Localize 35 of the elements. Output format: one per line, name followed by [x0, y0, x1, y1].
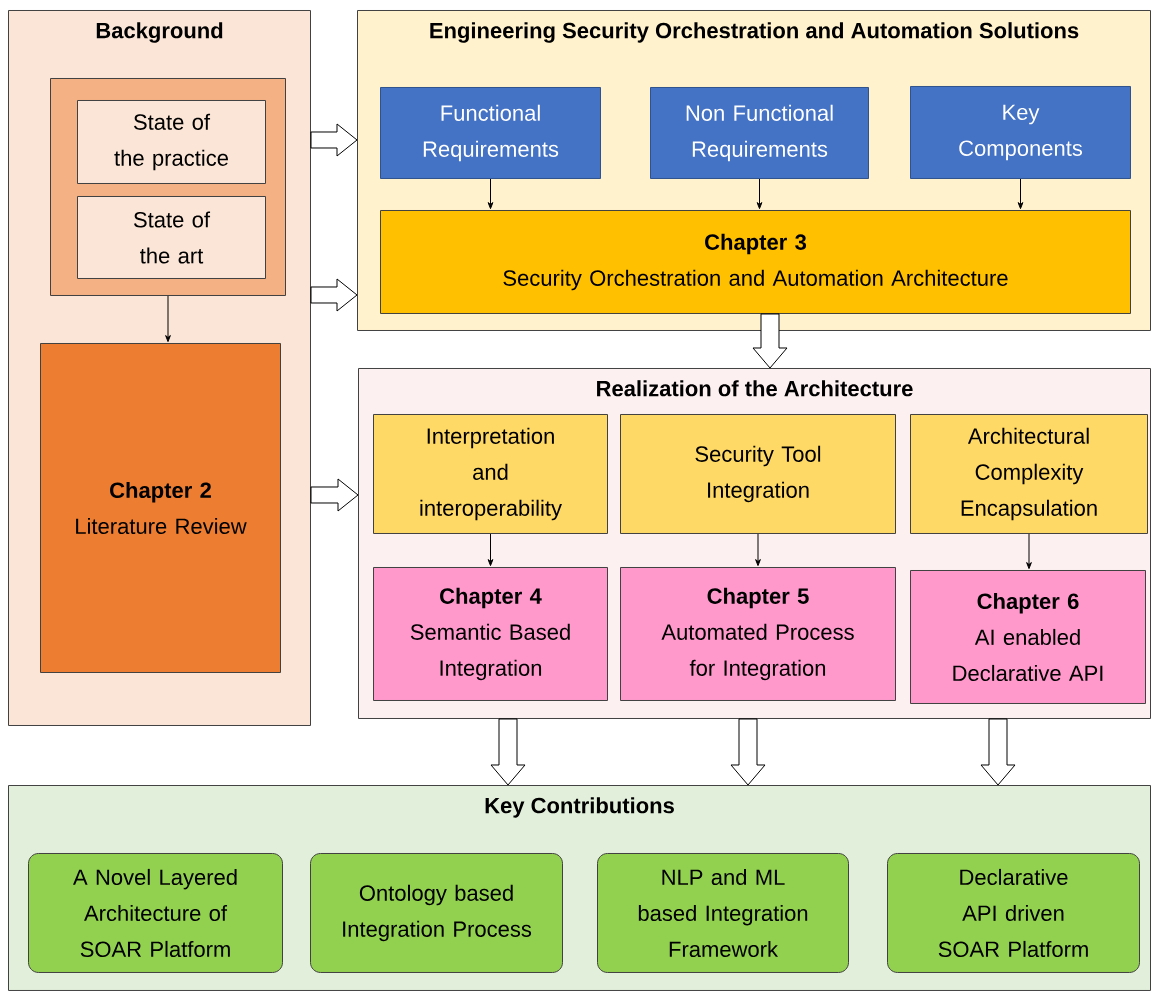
process-box: Key Components: [910, 86, 1131, 179]
block-arrow: [490, 718, 526, 786]
contribution-box: Declarative API driven SOAR Platform: [887, 853, 1140, 973]
contribution-box: NLP and ML based Integration Framework: [597, 853, 849, 973]
arrow: [487, 178, 494, 210]
panel-heading: Engineering Security Orchestration and Automation Solutions: [430, 22, 1079, 43]
process-box: State of the practice: [77, 100, 266, 184]
arrow: [165, 295, 171, 343]
chapter-box: Chapter 5 Automated Process for Integration: [620, 567, 896, 701]
panel-heading: Realization of the Architecture: [597, 380, 913, 397]
process-box: Security Tool Integration: [620, 414, 896, 534]
arrow: [487, 533, 494, 567]
process-box: Non Functional Requirements: [650, 87, 869, 179]
chapter-box: Chapter 3 Security Orchestration and Automation Architecture: [380, 210, 1131, 314]
process-box: State of the art: [77, 196, 266, 279]
process-box: Interpretation and interoperability: [373, 414, 608, 534]
block-arrow: [310, 278, 358, 312]
arrow: [755, 533, 761, 567]
block-arrow: [980, 718, 1016, 786]
chapter-box: Chapter 4 Semantic Based Integration: [373, 567, 608, 701]
contribution-box: Ontology based Integration Process: [310, 853, 563, 973]
arrow: [1017, 178, 1024, 210]
process-box: Architectural Complexity Encapsulation: [910, 414, 1148, 534]
chapter-box: Chapter 6 AI enabled Declarative API: [910, 570, 1146, 704]
panel-heading: Key Contributions: [485, 797, 674, 818]
block-arrow: [730, 718, 766, 786]
process-box: Functional Requirements: [380, 87, 601, 179]
block-arrow: [310, 478, 359, 512]
chapter-box: Chapter 2 Literature Review: [40, 343, 281, 673]
block-arrow: [310, 123, 358, 157]
arrow: [756, 178, 763, 210]
arrow: [1026, 533, 1032, 570]
panel-heading: Background: [96, 22, 223, 43]
block-arrow: [752, 313, 788, 369]
contribution-box: A Novel Layered Architecture of SOAR Platform: [28, 853, 283, 973]
